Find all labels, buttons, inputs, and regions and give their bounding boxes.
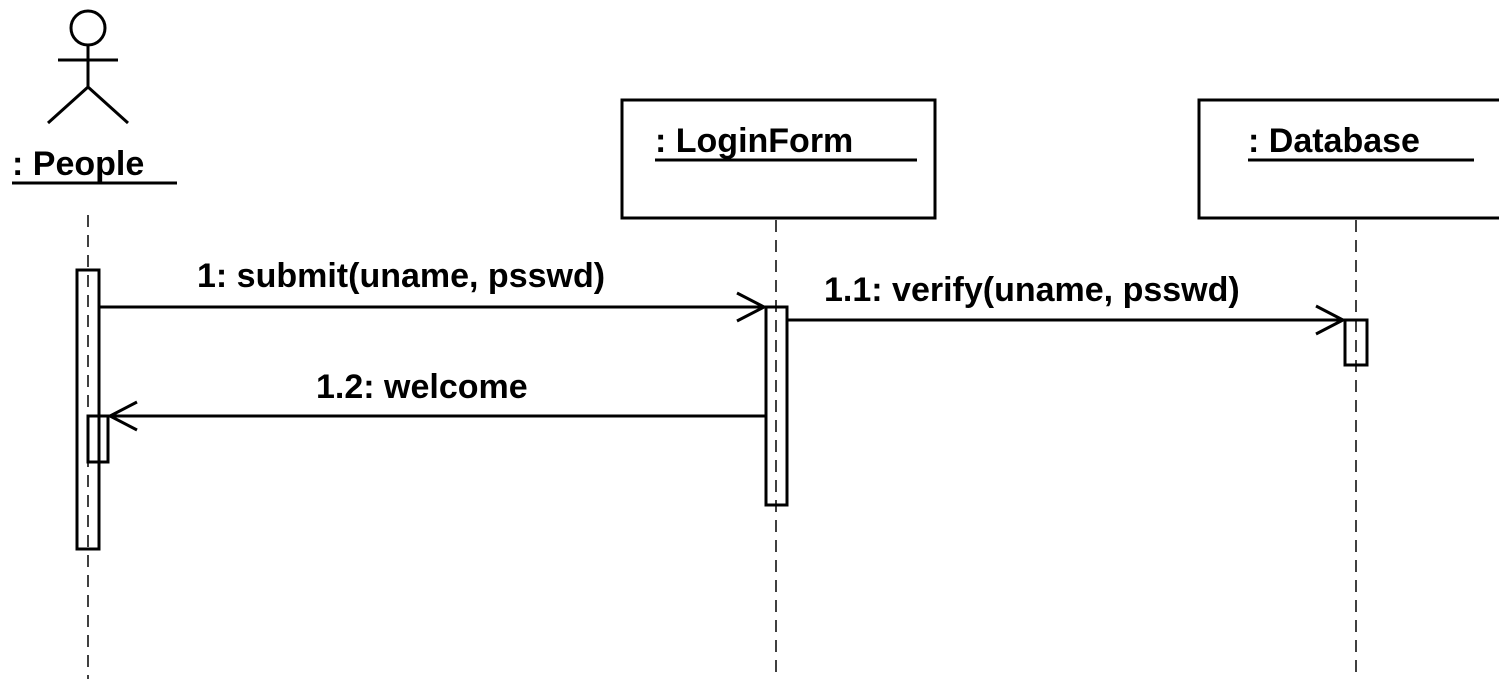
- activation-people-nested: [86, 414, 110, 464]
- open-arrowhead-icon: [736, 291, 768, 323]
- message-submit-label: 1: submit(uname, psswd): [197, 257, 605, 295]
- message-submit: 1: submit(uname, psswd): [99, 257, 768, 323]
- activation-login-form: [764, 305, 789, 507]
- object-login-form: : LoginForm: [620, 98, 937, 220]
- object-database-box: [1197, 98, 1499, 220]
- open-arrowhead-icon: [1315, 304, 1347, 336]
- open-arrowhead-icon: [106, 400, 138, 432]
- actor-people: : People: [12, 9, 177, 185]
- activation-database: [1343, 318, 1369, 367]
- stick-figure-icon: [46, 9, 130, 125]
- actor-people-label: : People: [12, 145, 144, 183]
- message-verify-label: 1.1: verify(uname, psswd): [824, 271, 1240, 309]
- object-database-label: : Database: [1248, 122, 1420, 160]
- message-welcome: 1.2: welcome: [106, 368, 766, 432]
- activation-people: [75, 268, 101, 551]
- message-verify: 1.1: verify(uname, psswd): [787, 271, 1347, 336]
- object-database: : Database: [1197, 98, 1499, 220]
- message-welcome-label: 1.2: welcome: [316, 368, 528, 406]
- object-login-form-box: [620, 98, 937, 220]
- object-login-form-label: : LoginForm: [655, 122, 853, 160]
